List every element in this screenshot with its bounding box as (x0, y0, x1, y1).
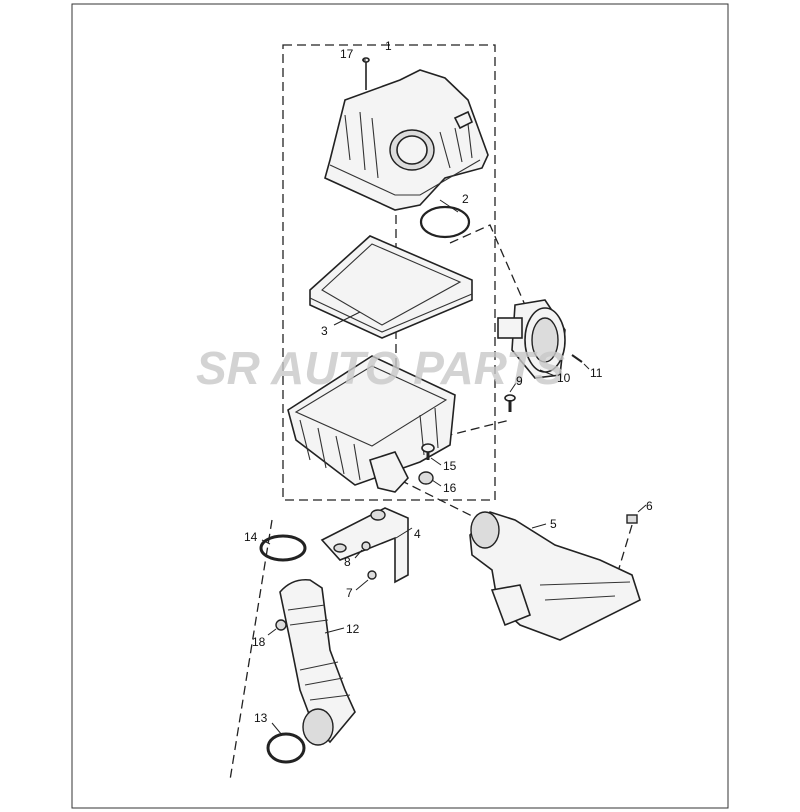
connection-line-hose (229, 519, 273, 781)
callout-16: 16 (443, 481, 457, 495)
nut-part-6 (626, 514, 638, 524)
callout-2: 2 (462, 192, 469, 206)
watermark-text: SR AUTO PARTS (196, 342, 565, 394)
callout-6: 6 (646, 499, 653, 513)
callout-8: 8 (344, 555, 351, 569)
callout-7: 7 (346, 586, 353, 600)
callout-3: 3 (321, 324, 328, 338)
callout-numbers: 1 2 3 4 5 6 7 8 9 10 11 12 13 14 15 16 1… (244, 39, 653, 725)
bolt-part-9 (504, 394, 516, 412)
callout-4: 4 (414, 527, 421, 541)
leader-lines (261, 59, 647, 736)
callout-11: 11 (590, 366, 603, 380)
air-cleaner-housing (287, 355, 456, 493)
connection-line-mass-airflow (449, 224, 526, 306)
mass-airflow-unit-part-10 (497, 299, 566, 379)
screw-part-17 (362, 57, 370, 90)
resonator-duct-part-5 (469, 511, 641, 641)
nut-part-7 (367, 570, 377, 580)
intake-hose-part-12 (279, 578, 356, 746)
clip-part-18 (275, 619, 287, 631)
nut-part-8 (361, 541, 371, 551)
mount-part-16 (418, 471, 434, 485)
grommet-part-15 (421, 443, 435, 460)
callout-12: 12 (346, 622, 360, 636)
clamp-part-14 (259, 534, 307, 562)
callout-15: 15 (443, 459, 457, 473)
callout-13: 13 (254, 711, 268, 725)
clamp-part-13 (266, 732, 306, 764)
page-border (71, 3, 729, 809)
callout-14: 14 (244, 530, 258, 544)
screw-part-11 (571, 354, 583, 363)
filter-element-part-3 (309, 235, 473, 339)
seal-ring-part-2 (419, 205, 471, 239)
callout-10: 10 (557, 371, 571, 385)
callout-18: 18 (252, 635, 266, 649)
connection-line-duct (399, 479, 491, 526)
callout-5: 5 (550, 517, 557, 531)
callout-17: 17 (340, 47, 354, 61)
callout-9: 9 (516, 374, 523, 388)
air-cleaner-cover-part-1 (324, 69, 489, 211)
assembly-boundary (282, 44, 496, 501)
callout-1: 1 (385, 39, 392, 53)
